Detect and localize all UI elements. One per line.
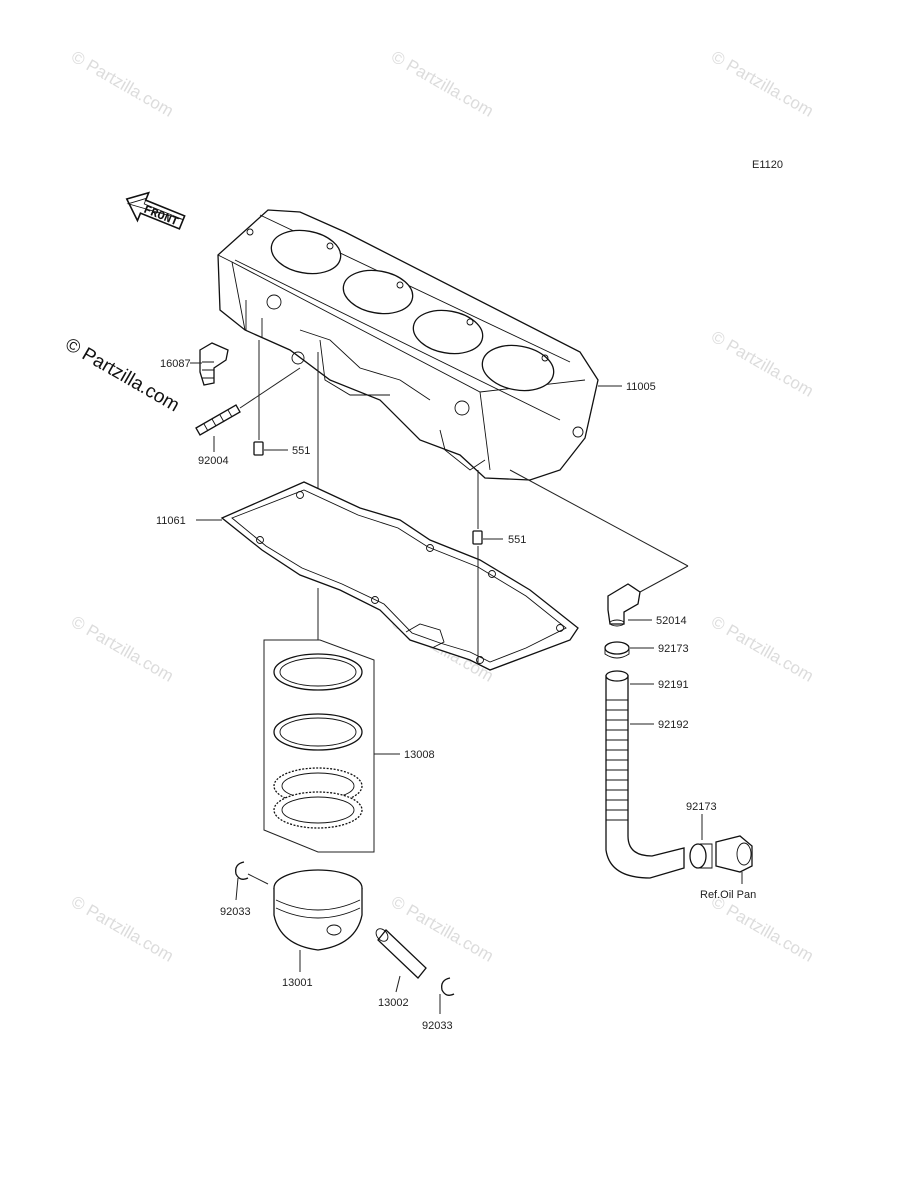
label-13008: 13008	[404, 749, 435, 761]
dowel-551-left	[253, 441, 264, 456]
stud-92004	[195, 404, 241, 436]
label-92192: 92192	[658, 719, 689, 731]
watermark: © Partzilla.com	[708, 327, 817, 401]
label-52014: 52014	[656, 615, 687, 627]
watermark: © Partzilla.com	[388, 47, 497, 121]
pin-13002	[375, 928, 427, 979]
watermarks: © Partzilla.com © Partzilla.com © Partzi…	[68, 47, 817, 966]
watermark: © Partzilla.com	[708, 892, 817, 966]
label-92033-right: 92033	[422, 1020, 453, 1032]
ring-set-box	[263, 639, 375, 853]
hose-92192	[605, 670, 685, 879]
elbow-52014	[607, 583, 641, 627]
front-arrow-icon: FRONT	[125, 191, 186, 230]
label-13002: 13002	[378, 997, 409, 1009]
label-92191: 92191	[658, 679, 689, 691]
watermark: © Partzilla.com	[68, 612, 177, 686]
clamp-92173-bottom	[689, 843, 713, 869]
gasket-11061	[220, 481, 579, 671]
circlip-92033-right	[441, 977, 455, 996]
label-11061: 11061	[156, 515, 186, 527]
diagram-code: E1120	[752, 159, 783, 171]
side-watermark: © Partzilla.com	[62, 334, 183, 416]
oil-pan-fitting	[715, 835, 753, 873]
label-13001: 13001	[282, 977, 313, 989]
label-551-right: 551	[508, 534, 526, 546]
dowel-551-right	[472, 530, 483, 545]
label-16087: 16087	[160, 358, 191, 370]
label-92004: 92004	[198, 455, 229, 467]
piston-rings-13008	[273, 653, 363, 829]
fitting-16087	[199, 342, 229, 386]
watermark: © Partzilla.com	[708, 47, 817, 121]
cylinder-block	[217, 209, 599, 481]
label-92173-top: 92173	[658, 643, 689, 655]
label-92033-left: 92033	[220, 906, 251, 918]
ref-oil-pan-label: Ref.Oil Pan	[700, 889, 756, 901]
clamp-92173-top	[604, 641, 630, 659]
watermark: © Partzilla.com	[708, 612, 817, 686]
piston-13001	[273, 869, 363, 951]
circlip-92033-left	[235, 861, 249, 880]
watermark: © Partzilla.com	[68, 47, 177, 121]
label-11005: 11005	[626, 381, 656, 393]
label-92173-bottom: 92173	[686, 801, 717, 813]
watermark: © Partzilla.com	[68, 892, 177, 966]
label-551-left: 551	[292, 445, 310, 457]
